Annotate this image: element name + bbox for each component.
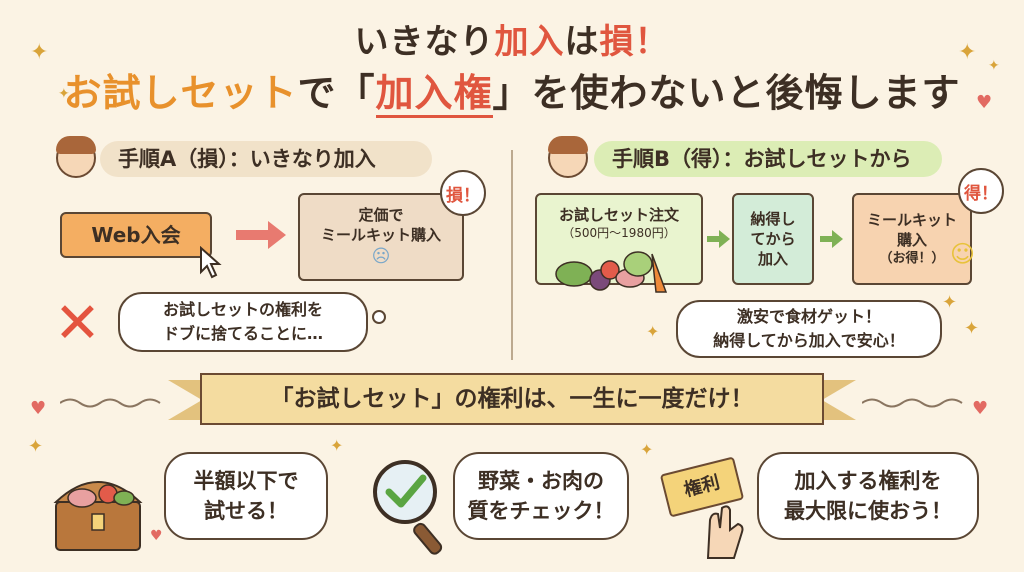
- speech-b-line-2: 納得してから加入で安心！: [713, 331, 905, 350]
- b2-line-2: 質をチェック！: [467, 499, 615, 523]
- banner-ribbon-left: [168, 380, 202, 420]
- speech-a-line-2: ドブに捨てることに…: [162, 324, 323, 343]
- meal-kit-box: ミールキット 購入 （お得！）: [852, 193, 972, 285]
- b2-line-1: 野菜・お肉の: [478, 468, 604, 493]
- vegetables-icon: [555, 251, 668, 293]
- meal-line-3: （お得！）: [879, 251, 945, 267]
- title-text-1b: 加入: [494, 22, 565, 62]
- arrow-head-icon: [719, 230, 730, 248]
- arrow-head-icon: [832, 230, 843, 248]
- section-divider: [511, 150, 513, 360]
- b1-line-2: 試せる！: [204, 499, 288, 523]
- benefit-bubble-quality-check: 野菜・お肉の 質をチェック！: [453, 452, 629, 540]
- order-line-1: お試しセット注文: [558, 206, 679, 224]
- step-a-thought-bubble: お試しセットの権利を ドブに捨てることに…: [118, 292, 368, 352]
- arrow-head-icon: [268, 221, 286, 249]
- b3-line-2: 最大限に使おう！: [784, 499, 952, 523]
- meal-line-2: 購入: [896, 231, 927, 250]
- b3-line-1: 加入する権利を: [794, 468, 942, 493]
- heart-icon: ♥: [150, 528, 163, 544]
- sparkle-icon: ✦: [28, 436, 44, 457]
- happy-face-avatar: [548, 136, 588, 178]
- arrow-right-icon: [707, 236, 721, 242]
- fixed-line-2: ミールキット購入: [320, 225, 441, 244]
- sparkle-icon: ✦: [958, 40, 977, 65]
- sparkle-icon: ✦: [330, 436, 344, 455]
- mid-line-3: 加入: [757, 250, 788, 269]
- heart-icon: ♥: [30, 398, 47, 419]
- step-a-label: 手順A（損）：いきなり加入: [100, 141, 432, 177]
- hand-icon: [706, 505, 744, 559]
- title-text-1d: 損！: [599, 22, 670, 62]
- speech-a-line-1: お試しセットの権利を: [162, 300, 323, 319]
- thought-dot: [372, 310, 386, 324]
- heart-icon: ♥: [972, 398, 989, 419]
- order-line-2: （500円〜1980円）: [562, 226, 676, 241]
- sparkle-icon: ✦: [942, 292, 958, 313]
- arrow-right-icon: [820, 236, 834, 242]
- sparkle-icon: ✦: [58, 86, 70, 102]
- sparkle-icon: ✦: [640, 440, 654, 459]
- x-mark-icon: ✕: [54, 291, 101, 356]
- meal-line-1: ミールキット: [866, 210, 957, 229]
- title-line-1: いきなり加入は損！: [0, 14, 1024, 63]
- squiggle-decoration: [60, 398, 161, 408]
- mid-line-1: 納得し: [750, 209, 796, 228]
- worried-face-avatar: [56, 136, 96, 178]
- sad-face-icon: ☹: [371, 246, 391, 268]
- title-text-2a: お試しセット: [63, 71, 298, 115]
- title-text-2c: 加入権: [375, 71, 493, 118]
- fixed-price-box: 定価で ミールキット購入 ☹: [298, 193, 464, 281]
- title-line-2: お試しセットで「加入権」を使わないと後悔します: [0, 62, 1024, 118]
- fixed-line-1: 定価で: [358, 205, 404, 224]
- title-text-1a: いきなり: [354, 22, 495, 62]
- benefit-bubble-half-price: 半額以下で 試せる！: [164, 452, 328, 540]
- smile-face-icon: ☺: [950, 240, 976, 268]
- once-in-lifetime-banner: 「お試しセット」の権利は、一生に一度だけ！: [200, 373, 824, 425]
- gain-badge: 得！: [958, 168, 1004, 214]
- title-text-2b: で「: [297, 71, 376, 115]
- arrow-right-icon: [236, 230, 270, 240]
- banner-ribbon-right: [822, 380, 856, 420]
- mid-line-2: てから: [750, 229, 796, 248]
- sparkle-icon: ✦: [988, 58, 1000, 74]
- step-b-speech-bubble: 激安で食材ゲット！ 納得してから加入で安心！: [676, 300, 942, 358]
- benefit-bubble-maximize: 加入する権利を 最大限に使おう！: [757, 452, 979, 540]
- step-b-label: 手順B（得）：お試しセットから: [594, 141, 942, 177]
- sparkle-icon: ✦: [30, 40, 49, 65]
- satisfied-join-box: 納得し てから 加入: [732, 193, 814, 285]
- title-text-1c: は: [564, 22, 600, 62]
- cursor-icon: [200, 246, 222, 279]
- squiggle-decoration: [862, 398, 963, 408]
- heart-icon: ♥: [976, 92, 993, 113]
- b1-line-1: 半額以下で: [193, 468, 299, 493]
- loss-badge: 損！: [440, 170, 486, 216]
- sparkle-icon: ✦: [964, 318, 980, 339]
- title-text-2d: 」を使わないと後悔します: [492, 71, 961, 115]
- speech-b-line-1: 激安で食材ゲット！: [736, 307, 881, 326]
- treasure-chest-icon: [53, 481, 143, 551]
- sparkle-icon: ✦: [646, 322, 660, 341]
- web-join-button[interactable]: Web入会: [60, 212, 212, 258]
- magnifier-check-icon: [373, 460, 443, 555]
